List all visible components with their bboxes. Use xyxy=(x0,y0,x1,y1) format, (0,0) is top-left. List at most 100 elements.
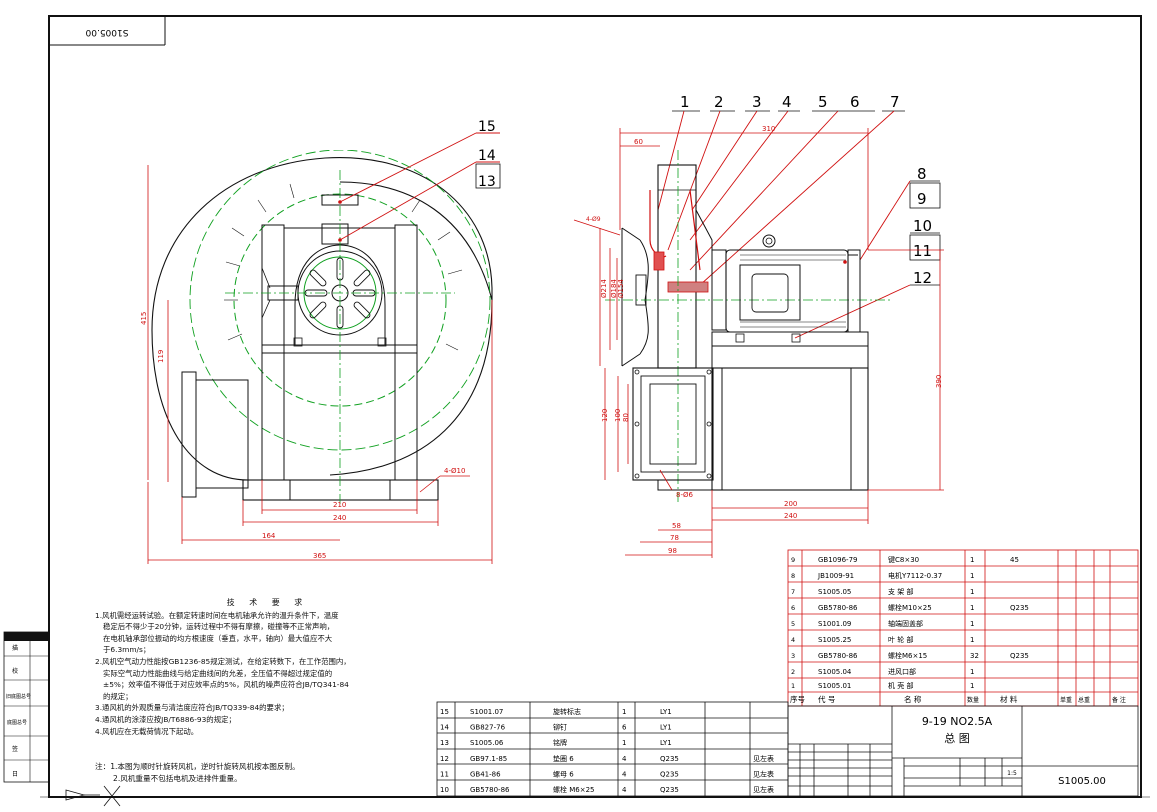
note-line: 在电机轴承部位振动的均方根速度（垂直，水平，轴向）最大值应不大 xyxy=(103,633,333,643)
notes-title: 技 术 要 求 xyxy=(226,598,309,607)
bom-cell: 1 xyxy=(970,620,974,628)
title-block: 9-19 NO2.5A 总 图 S1005.00 1:5 xyxy=(787,705,1139,797)
bom-cell: 铭牌 xyxy=(553,738,567,747)
bom-cell: 32 xyxy=(970,652,979,660)
bom-cell: S1005.04 xyxy=(818,668,852,676)
dim-label: 310 xyxy=(762,125,775,133)
dim-label: 80 xyxy=(622,413,630,422)
bom-cell: 1 xyxy=(970,604,974,612)
bom-cell: S1005.25 xyxy=(818,636,851,644)
bom-cell: 1 xyxy=(622,739,626,747)
dim-label: Ø154 xyxy=(617,279,625,298)
bom-header: 序号 xyxy=(790,694,805,704)
bom-cell: 9 xyxy=(791,556,795,564)
leader-number: 1 xyxy=(680,93,690,111)
bom-cell: 7 xyxy=(791,588,795,596)
sheet-code: S1005.00 xyxy=(1058,776,1106,787)
note-line: 2.风机空气动力性能按GB1236-85规定测试，在给定转数下，在工作范围内， xyxy=(95,656,351,666)
bom-cell: 1 xyxy=(970,682,974,690)
remarks: 注：1.本图为顺时针旋转风机，逆时针旋转风机按本图反制。 2.风机重量不包括电机… xyxy=(95,761,435,785)
bom-cell: LY1 xyxy=(660,708,672,716)
dim-label: 200 xyxy=(784,500,797,508)
bom-cell: LY1 xyxy=(660,724,672,732)
strip-label: 签 xyxy=(12,745,18,753)
leader-number: 5 xyxy=(818,93,828,111)
strip-label: 底图总号 xyxy=(7,719,27,726)
bom-cell: S1005.01 xyxy=(818,682,851,690)
bom-cell: 6 xyxy=(622,724,627,732)
scale-value: 1:5 xyxy=(1007,770,1017,777)
bom-cell: GB5780-86 xyxy=(818,652,858,660)
bom-cell: GB5780-86 xyxy=(470,786,510,794)
bom-header: 数量 xyxy=(967,696,979,704)
bom-cell: 3 xyxy=(791,652,795,660)
bom-cell: 机 壳 部 xyxy=(888,681,913,690)
dim-label: 100 xyxy=(614,409,622,422)
dim-label: 78 xyxy=(670,534,679,542)
bom-cell: 螺母 6 xyxy=(553,769,574,778)
drawing-subtitle: 总 图 xyxy=(944,731,970,745)
strip-label: 旧底图总号 xyxy=(6,693,31,700)
bom-header: 单重 xyxy=(1060,696,1072,704)
bom-cell: 支 架 部 xyxy=(888,587,913,596)
dim-label: 60 xyxy=(634,138,643,146)
note-line: 于6.3mm/s； xyxy=(103,645,151,655)
bom-cell: 见左表 xyxy=(753,754,774,763)
front-view: 415 119 210 240 164 365 4-Ø10 15 14 13 xyxy=(140,119,501,564)
dim-label: 120 xyxy=(601,409,609,422)
bom-cell: S1001.07 xyxy=(470,708,503,716)
bom-cell: S1001.09 xyxy=(818,620,851,628)
bom-cell: Q235 xyxy=(660,770,679,778)
bom-cell: LY1 xyxy=(660,739,672,747)
dim-label: 98 xyxy=(668,547,677,555)
dim-label: Ø214 xyxy=(600,279,608,298)
bom-cell: S1005.05 xyxy=(818,588,851,596)
leader-number: 7 xyxy=(890,93,900,111)
leader-number: 3 xyxy=(752,93,762,111)
strip-label: 校 xyxy=(12,667,18,675)
bom-header: 备 注 xyxy=(1112,696,1126,704)
bom-cell: Q235 xyxy=(660,786,679,794)
bom-cell: Q235 xyxy=(1010,604,1029,612)
note-line: ±5%；效率值不得低于对应效率点的5%，风机的噪声应符合JB/TQ341-84 xyxy=(103,680,349,690)
bom-cell: 螺栓M6×15 xyxy=(888,651,927,660)
bom-cell: GB827-76 xyxy=(470,724,506,732)
bom-cell: 11 xyxy=(440,770,449,778)
dim-label: Ø184 xyxy=(610,279,618,298)
left-strip: 描 校 旧底图总号 底图总号 签 日 xyxy=(3,631,50,783)
bom-cell: 1 xyxy=(791,682,795,690)
bom-cell: GB1096-79 xyxy=(818,556,857,564)
leader-number: 13 xyxy=(478,174,496,190)
bom-cell: 1 xyxy=(970,556,974,564)
bom-cell: 4 xyxy=(622,770,627,778)
leader-number: 8 xyxy=(917,165,927,183)
bom-cell: 6 xyxy=(791,604,795,612)
bom-header: 名 称 xyxy=(904,694,922,704)
bom-header: 总重 xyxy=(1078,696,1090,704)
note-line: 的规定； xyxy=(103,691,133,701)
note-line: 4.通风机的涂漆应按JB/T6886-93的规定； xyxy=(95,714,236,724)
dim-label: 4-Ø9 xyxy=(586,216,601,223)
strip-label: 日 xyxy=(12,771,18,778)
bom-cell: 12 xyxy=(440,755,449,763)
bom-cell: 1 xyxy=(970,588,974,596)
note-line: 4.风机应在无载荷情况下起动。 xyxy=(95,726,199,736)
bom-header: 代 号 xyxy=(818,694,835,704)
remarks-label: 注： xyxy=(95,762,111,771)
bom-cell: 垫圈 6 xyxy=(553,754,574,763)
leader-number: 4 xyxy=(782,93,792,111)
bom-cell: GB41-86 xyxy=(470,770,501,778)
side-view: 1 2 3 4 5 6 7 8 9 10 11 12 xyxy=(573,93,944,558)
dim-label: 240 xyxy=(333,514,346,522)
bom-cell: 8 xyxy=(791,572,795,580)
bom-cell: 1 xyxy=(970,668,974,676)
bom-cell: 轴端固盖部 xyxy=(888,619,923,628)
leader-number: 15 xyxy=(478,119,496,135)
bom-cell: 45 xyxy=(1010,556,1019,564)
remark-line: 2.风机重量不包括电机及进排件重量。 xyxy=(113,774,242,783)
bom-cell: 1 xyxy=(970,636,974,644)
bom-cell: 13 xyxy=(440,739,449,747)
